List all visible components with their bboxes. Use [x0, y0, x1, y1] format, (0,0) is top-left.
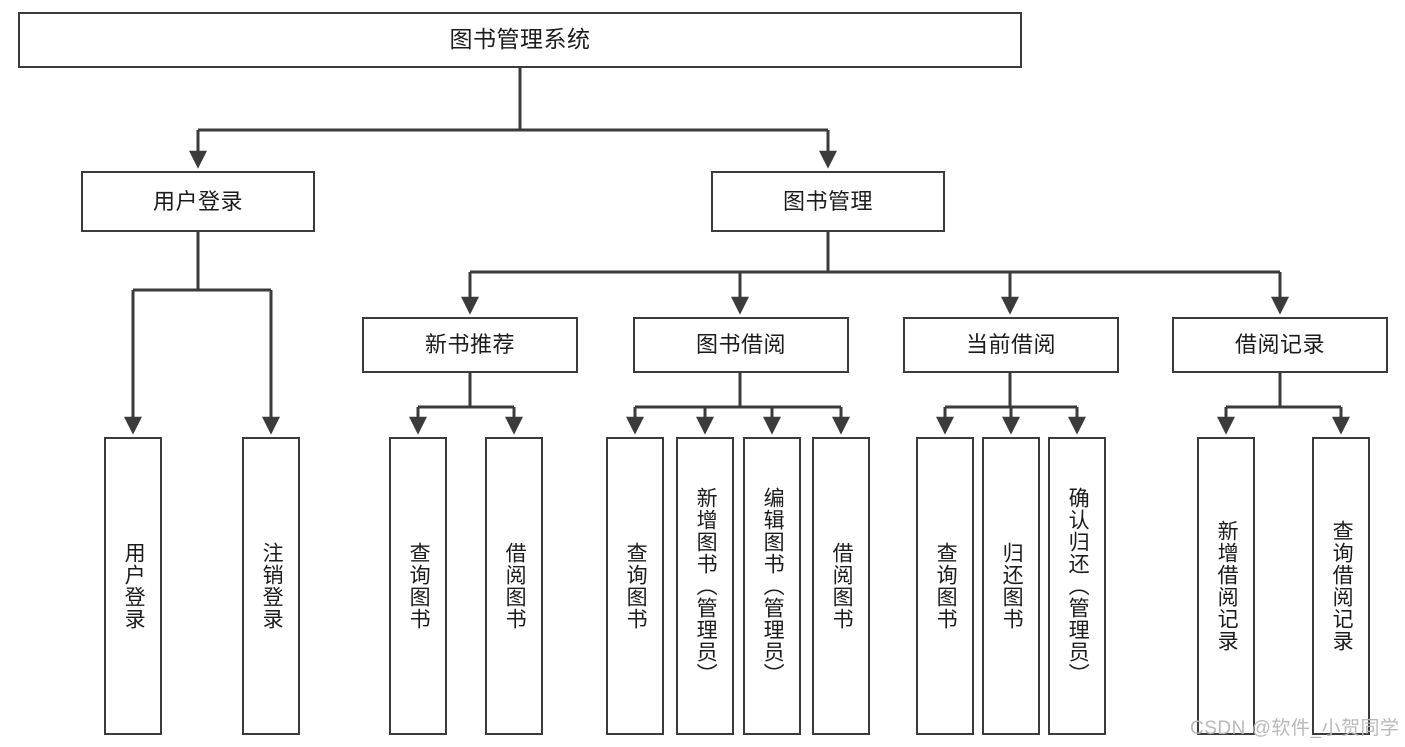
- leaf-borrow-book-recommend[interactable]: 借阅图书: [485, 437, 543, 735]
- node-label: 用户登录: [152, 188, 243, 214]
- leaf-confirm-return-admin[interactable]: 确认归还（管理员）: [1048, 437, 1106, 735]
- leaf-logout-login[interactable]: 注销登录: [242, 437, 300, 735]
- node-label: 确认归还（管理员）: [1066, 487, 1090, 685]
- node-label: 借阅记录: [1234, 332, 1325, 358]
- node-label: 注销登录: [260, 542, 284, 630]
- leaf-add-borrow-record[interactable]: 新增借阅记录: [1197, 437, 1255, 735]
- node-label: 编辑图书（管理员）: [761, 487, 785, 685]
- node-label: 借阅图书: [503, 542, 527, 630]
- watermark-text: CSDN @软件_小贺同学: [1190, 718, 1400, 739]
- node-label: 借阅图书: [830, 542, 854, 630]
- leaf-query-borrow-record[interactable]: 查询借阅记录: [1312, 437, 1370, 735]
- leaf-user-login[interactable]: 用户登录: [104, 437, 162, 735]
- node-label: 查询图书: [407, 542, 431, 630]
- node-root-book-management-system[interactable]: 图书管理系统: [18, 12, 1022, 68]
- node-current-borrow[interactable]: 当前借阅: [903, 317, 1119, 373]
- leaf-query-book-borrow[interactable]: 查询图书: [606, 437, 664, 735]
- node-user-login[interactable]: 用户登录: [81, 171, 315, 232]
- node-label: 图书管理系统: [449, 26, 591, 53]
- leaf-query-book-current[interactable]: 查询图书: [916, 437, 974, 735]
- leaf-return-book[interactable]: 归还图书: [982, 437, 1040, 735]
- node-label: 图书管理: [782, 188, 873, 214]
- node-label: 查询借阅记录: [1330, 520, 1354, 652]
- node-label: 新增借阅记录: [1215, 520, 1239, 652]
- leaf-borrow-book[interactable]: 借阅图书: [812, 437, 870, 735]
- node-label: 新书推荐: [424, 332, 515, 358]
- node-borrow-record[interactable]: 借阅记录: [1172, 317, 1388, 373]
- node-label: 用户登录: [122, 542, 146, 630]
- node-label: 查询图书: [934, 542, 958, 630]
- leaf-query-book-recommend[interactable]: 查询图书: [389, 437, 447, 735]
- node-label: 当前借阅: [965, 332, 1056, 358]
- node-new-book-recommend[interactable]: 新书推荐: [362, 317, 578, 373]
- node-book-management[interactable]: 图书管理: [711, 171, 945, 232]
- node-book-borrow[interactable]: 图书借阅: [633, 317, 849, 373]
- leaf-edit-book-admin[interactable]: 编辑图书（管理员）: [743, 437, 801, 735]
- node-label: 查询图书: [624, 542, 648, 630]
- node-label: 图书借阅: [695, 332, 786, 358]
- leaf-add-book-admin[interactable]: 新增图书（管理员）: [676, 437, 734, 735]
- node-label: 新增图书（管理员）: [694, 487, 718, 685]
- node-label: 归还图书: [1000, 542, 1024, 630]
